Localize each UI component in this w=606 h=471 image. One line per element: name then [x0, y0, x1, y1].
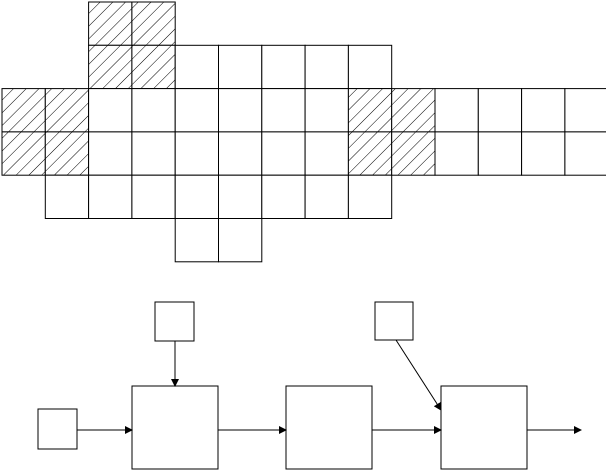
flow-diagram [37, 301, 582, 470]
block-3-box [440, 385, 528, 470]
grid-cell [434, 88, 479, 133]
hatched-cell [131, 1, 176, 46]
grid-cell [304, 131, 349, 176]
hatched-cell [391, 131, 436, 176]
block-1-box [131, 385, 219, 470]
grid-cell [174, 131, 219, 176]
grid-cell [564, 88, 606, 133]
hatched-cell [88, 44, 133, 90]
top-small-2-box [374, 301, 414, 341]
grid-cell [261, 88, 306, 133]
grid-cell [88, 88, 133, 133]
grid-cell [304, 174, 349, 219]
grid-cell [521, 131, 566, 176]
grid-cell [174, 88, 219, 133]
hatched-cell [1, 131, 46, 176]
hatched-cell [391, 88, 436, 133]
grid-cell [218, 218, 263, 263]
hatched-cell [1, 88, 46, 133]
grid-cell [261, 174, 306, 219]
grid-cell [304, 88, 349, 133]
grid-cell [174, 44, 219, 90]
grid-cell [131, 88, 176, 133]
hatched-cell [347, 131, 393, 176]
grid-cell [44, 174, 90, 219]
hatched-cell [347, 88, 393, 133]
grid-cell [218, 131, 263, 176]
grid-cell [131, 174, 176, 219]
grid-cell [304, 44, 349, 90]
grid-cell [218, 174, 263, 219]
grid-cell [88, 174, 133, 219]
hatched-cell [44, 131, 90, 176]
grid-cell [521, 88, 566, 133]
hatched-cell [88, 1, 133, 46]
grid-cell [218, 44, 263, 90]
grid-cell [434, 131, 479, 176]
grid-cell [218, 88, 263, 133]
input-small-box [37, 408, 78, 450]
grid-cell [477, 131, 523, 176]
grid-cell [564, 131, 606, 176]
hatched-cell [131, 44, 176, 90]
hatched-cell [44, 88, 90, 133]
grid-cell [88, 131, 133, 176]
grid-cell [174, 218, 219, 263]
block-2-box [285, 385, 373, 470]
grid-cell [131, 131, 176, 176]
grid-cell [174, 174, 219, 219]
arrow-top-small-2-to-block-3 [395, 339, 442, 411]
top-small-1-box [154, 301, 195, 342]
grid-cell [261, 44, 306, 90]
grid-cell [347, 174, 393, 219]
cell-grid [1, 1, 606, 263]
grid-cell [347, 44, 393, 90]
grid-cell [477, 88, 523, 133]
grid-cell [261, 131, 306, 176]
